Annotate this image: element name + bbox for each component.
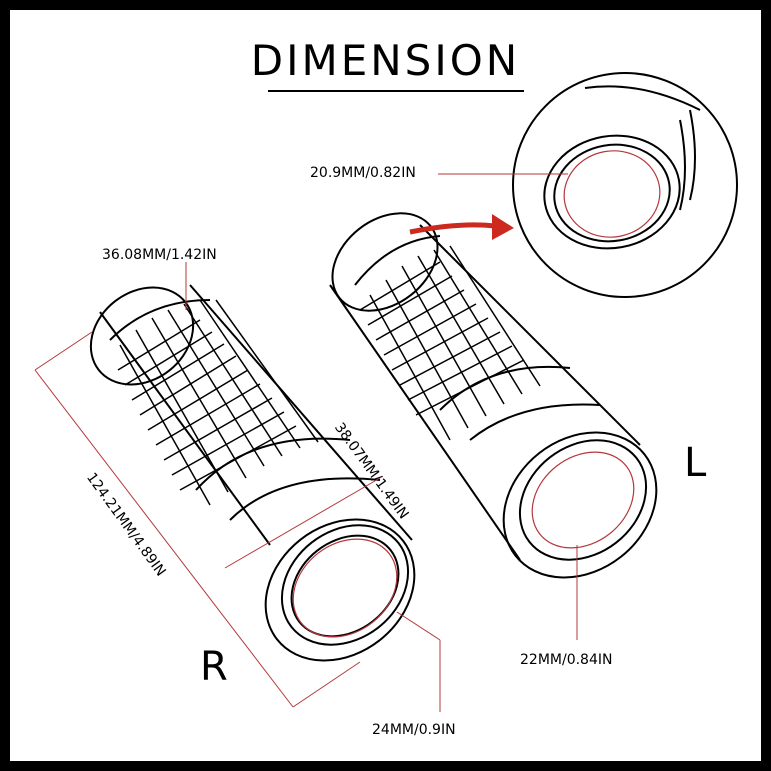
label-inner-diameter-l-end: 20.9MM/0.82IN — [310, 165, 416, 181]
side-label-right: R — [200, 644, 228, 690]
label-inner-diameter-r: 24MM/0.9IN — [372, 722, 456, 738]
page-title: DIMENSION — [250, 36, 521, 85]
label-inner-diameter-l: 22MM/0.84IN — [520, 652, 613, 668]
dimension-lines — [34, 173, 578, 712]
left-grip — [329, 212, 658, 579]
right-grip — [89, 284, 416, 662]
zoom-arrow — [409, 214, 514, 240]
title-underline — [268, 90, 524, 92]
label-top-diameter-r: 36.08MM/1.42IN — [102, 247, 217, 263]
side-label-left: L — [684, 440, 707, 486]
zoom-end-view — [512, 72, 738, 298]
